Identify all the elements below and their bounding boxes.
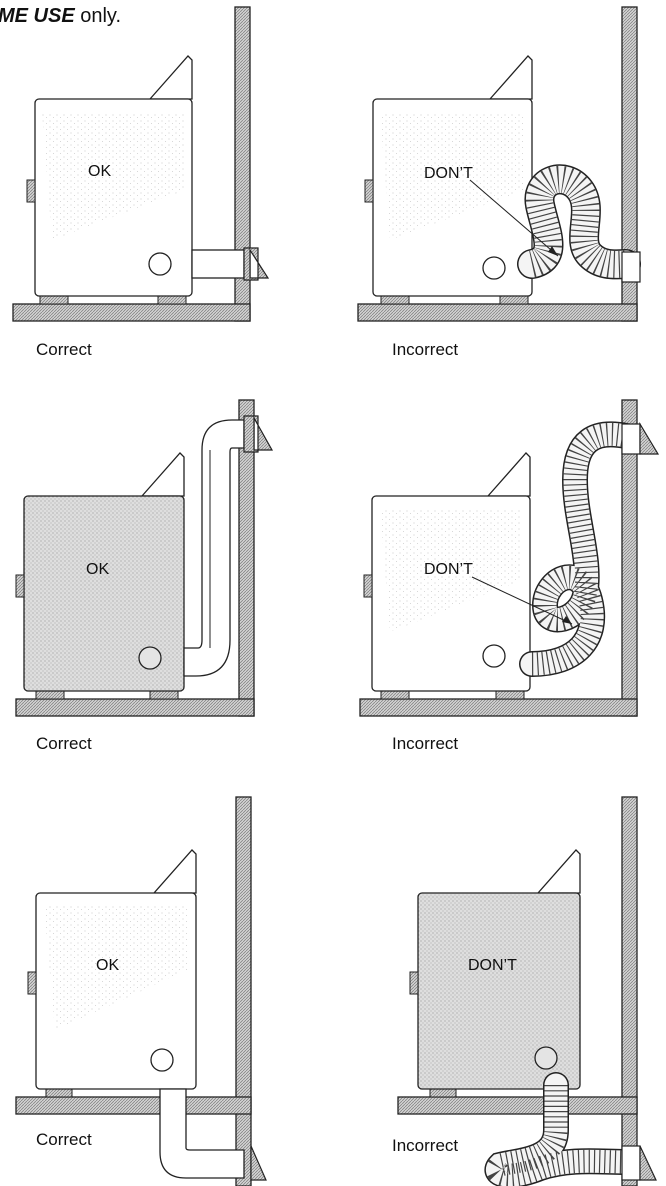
flex-duct-looped — [519, 421, 639, 677]
floor — [359, 698, 638, 717]
rigid-duct-down — [159, 1088, 245, 1179]
wall — [621, 796, 638, 1186]
panel-incorrect-1: DON’T Incorrect — [357, 6, 641, 359]
vent-hood — [243, 415, 274, 453]
floor — [397, 1096, 638, 1115]
panel-caption: Correct — [36, 340, 92, 359]
vent-hood — [243, 247, 270, 281]
panel-word: OK — [86, 561, 109, 578]
panel-word: DON’T — [424, 561, 473, 578]
panel-incorrect-3: DON’T Incorrect — [392, 796, 657, 1186]
floor — [15, 698, 255, 717]
panel-caption: Correct — [36, 734, 92, 753]
dryer-console — [140, 452, 185, 497]
dryer-console — [488, 55, 533, 100]
panel-incorrect-2: DON’T Incorrect — [359, 399, 660, 753]
rigid-duct-elbow — [183, 419, 245, 677]
panel-word: OK — [88, 163, 111, 180]
panel-correct-1: OK Correct — [12, 6, 270, 359]
panel-word: DON’T — [468, 957, 517, 974]
dryer-console — [486, 452, 531, 497]
floor — [15, 1096, 252, 1115]
panel-caption: Incorrect — [392, 734, 458, 753]
dryer-console — [152, 849, 197, 894]
vent-hood — [250, 1145, 267, 1181]
header-text: ME USE only. — [0, 5, 121, 27]
panel-correct-3: OK Correct — [15, 796, 267, 1186]
panel-word: OK — [96, 957, 119, 974]
panel-caption: Incorrect — [392, 1136, 458, 1155]
panel-caption: Correct — [36, 1130, 92, 1149]
panel-caption: Incorrect — [392, 340, 458, 359]
flex-duct-crushed — [517, 164, 641, 280]
panel-correct-2: OK Correct — [15, 399, 274, 753]
dryer-console — [148, 55, 193, 100]
wall — [235, 796, 252, 1186]
floor — [12, 303, 251, 322]
panel-word: DON’T — [424, 165, 473, 182]
dryer-console — [536, 849, 581, 894]
rigid-duct — [191, 249, 245, 279]
flex-duct-under-floor — [484, 1072, 639, 1186]
floor — [357, 303, 638, 322]
